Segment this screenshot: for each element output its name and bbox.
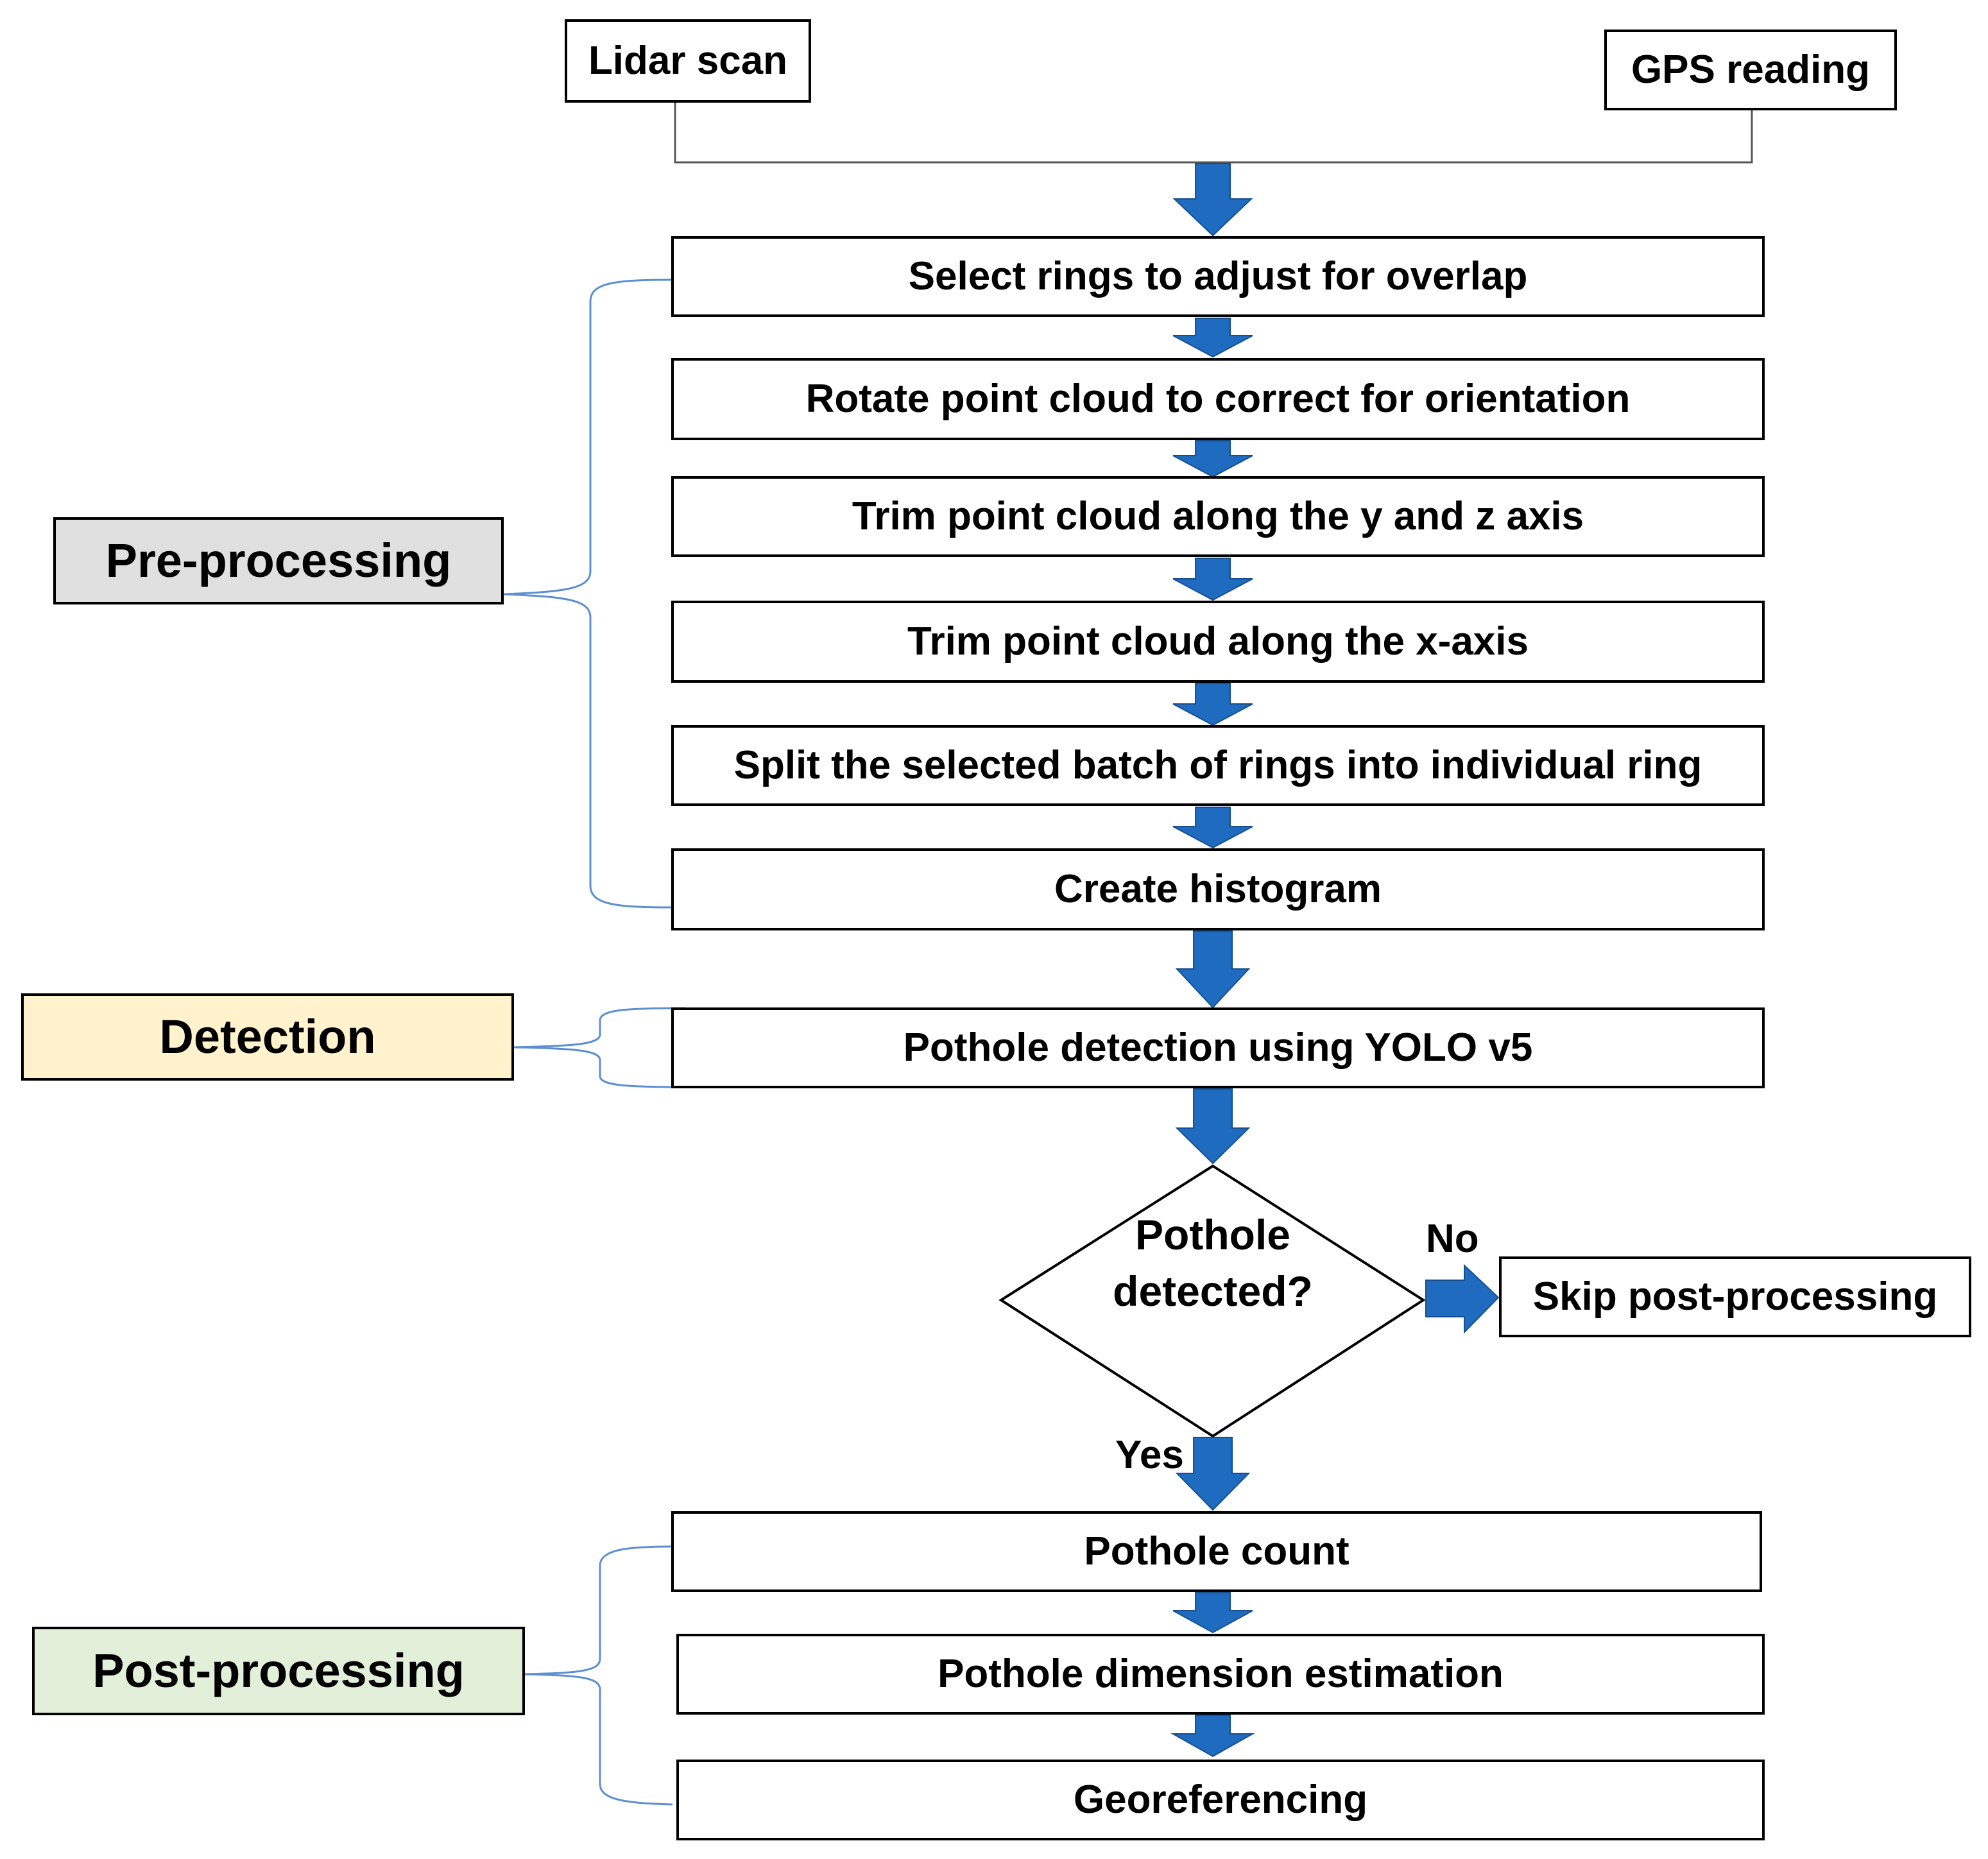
detection-stage-label: Detection xyxy=(21,993,514,1081)
arrow-no-to-skip xyxy=(1425,1264,1500,1334)
input-merge-connector xyxy=(674,103,1753,164)
preprocessing-stage-label: Pre-processing xyxy=(53,517,504,604)
step-pothole-count: Pothole count xyxy=(671,1511,1762,1592)
step-dimension-estimation: Pothole dimension estimation xyxy=(676,1634,1765,1715)
preprocessing-bracket xyxy=(503,278,673,909)
arrow-dimension-to-georef xyxy=(1170,1715,1255,1758)
step-rotate-point-cloud: Rotate point cloud to correct for orient… xyxy=(671,358,1765,440)
step-create-histogram: Create histogram xyxy=(671,848,1765,930)
arrow-decision-to-count xyxy=(1175,1437,1251,1511)
arrow-trim-x-to-split xyxy=(1172,683,1253,726)
step-georeferencing: Georeferencing xyxy=(676,1760,1765,1840)
arrow-count-to-dimension xyxy=(1172,1592,1253,1634)
step-yolo-detection: Pothole detection using YOLO v5 xyxy=(671,1007,1765,1088)
postprocessing-stage-label: Post-processing xyxy=(32,1627,525,1715)
decision-yes-label: Yes xyxy=(1115,1433,1184,1477)
decision-no-label: No xyxy=(1426,1217,1479,1261)
gps-reading-box: GPS reading xyxy=(1604,30,1897,110)
step-trim-yz: Trim point cloud along the y and z axis xyxy=(671,476,1765,557)
decision-line-2: detected? xyxy=(1113,1267,1313,1315)
skip-postprocessing-box: Skip post-processing xyxy=(1499,1256,1971,1337)
arrow-select-to-rotate xyxy=(1172,318,1253,358)
step-trim-x: Trim point cloud along the x-axis xyxy=(671,601,1765,683)
arrow-trim-yz-to-trim-x xyxy=(1172,558,1253,601)
arrow-split-to-histogram xyxy=(1172,807,1253,849)
arrow-histogram-to-yolo xyxy=(1175,930,1251,1009)
postprocessing-bracket xyxy=(522,1545,673,1806)
decision-line-1: Pothole xyxy=(1135,1211,1290,1258)
arrow-inputs-to-select xyxy=(1172,163,1253,237)
arrow-yolo-to-decision xyxy=(1175,1088,1251,1165)
step-split-rings: Split the selected batch of rings into i… xyxy=(671,725,1765,806)
detection-bracket xyxy=(513,1007,686,1088)
decision-diamond xyxy=(998,1164,1426,1438)
step-select-rings: Select rings to adjust for overlap xyxy=(671,236,1765,317)
arrow-rotate-to-trim-yz xyxy=(1172,440,1253,478)
lidar-scan-box: Lidar scan xyxy=(565,19,811,103)
decision-question: Pothole detected? xyxy=(1001,1206,1425,1319)
